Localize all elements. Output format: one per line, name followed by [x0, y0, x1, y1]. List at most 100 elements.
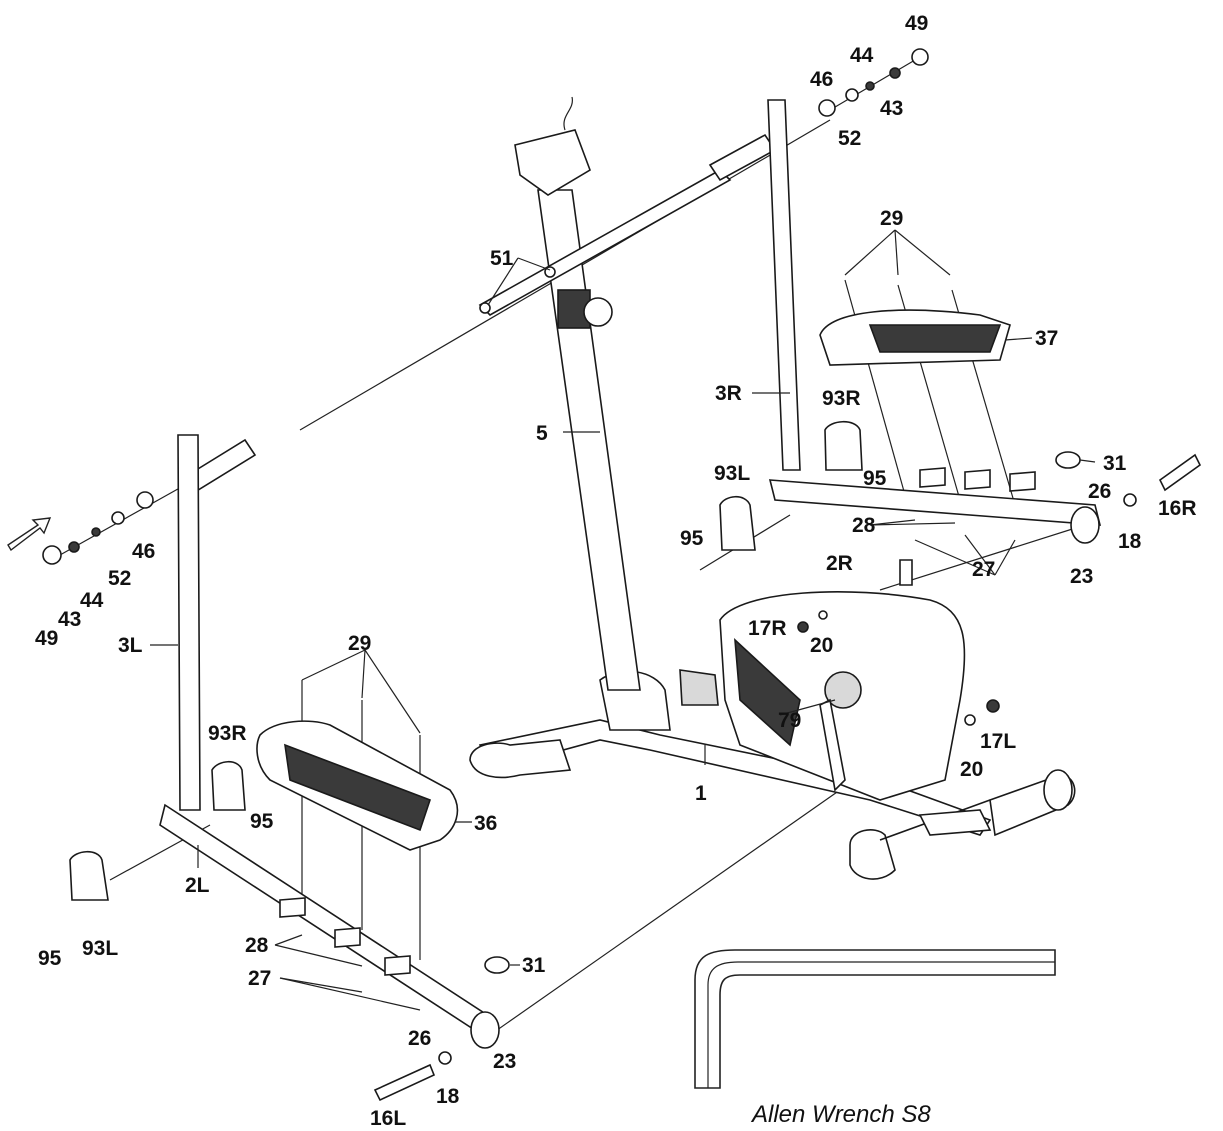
label-95-right-lower: 95	[680, 527, 704, 550]
right-arm-assembly	[719, 99, 1202, 551]
label-51: 51	[490, 247, 514, 270]
label-49-right: 49	[905, 12, 928, 35]
left-pedal-mount-2	[334, 927, 361, 948]
label-3R: 3R	[715, 382, 742, 405]
left-pedal-mount-3	[384, 955, 411, 976]
label-28-right: 28	[852, 514, 876, 537]
rear-end-cap-right	[1043, 769, 1073, 811]
front-stabilizer-cap	[469, 739, 572, 779]
label-3L: 3L	[118, 634, 143, 657]
console-bracket	[514, 129, 591, 196]
label-17R: 17R	[748, 617, 787, 640]
label-28-left: 28	[245, 934, 269, 957]
allen-wrench	[694, 949, 1056, 1089]
console-mast	[514, 96, 641, 691]
label-52-right: 52	[838, 127, 861, 150]
direction-arrow-icon	[7, 517, 52, 552]
leader-lines	[150, 229, 1096, 1011]
main-frame	[469, 559, 1076, 880]
cap-49-left	[42, 545, 62, 565]
left-pedal-tread	[284, 743, 432, 832]
washer-46-right	[818, 99, 836, 117]
right-pedal-mount-2	[964, 469, 991, 490]
right-washer-18	[1123, 493, 1137, 507]
left-cap-31	[484, 956, 510, 974]
front-roller	[679, 669, 719, 706]
label-2L: 2L	[185, 874, 210, 897]
right-axle-bolt-16R	[1158, 453, 1202, 492]
right-bracket-93R	[824, 420, 863, 471]
right-cap-31	[1055, 451, 1081, 469]
left-pedal-wheel	[470, 1011, 500, 1049]
label-17L: 17L	[980, 730, 1016, 753]
nut-17R	[797, 621, 809, 633]
label-93L-left: 93L	[82, 937, 118, 960]
label-93R-left: 93R	[208, 722, 247, 745]
washer-46-left	[136, 491, 154, 509]
left-handle-arm	[177, 434, 201, 811]
label-95-right-upper: 95	[863, 467, 887, 490]
right-pedal-tread	[868, 324, 1002, 353]
label-18-right: 18	[1118, 530, 1142, 553]
tension-knob-icon	[583, 297, 613, 327]
left-bracket-93L	[69, 850, 109, 901]
left-bracket-93R	[211, 760, 246, 811]
label-16R: 16R	[1158, 497, 1197, 520]
label-95-left-lower: 95	[38, 947, 62, 970]
label-5: 5	[536, 422, 548, 445]
rear-end-cap-left	[849, 829, 896, 880]
label-46-right: 46	[810, 68, 833, 91]
allen-wrench-icon	[694, 949, 1056, 1089]
right-bracket-93L	[719, 495, 756, 551]
part-labels: 49 44 46 43 52 51 29 37 3R 93R 5 93L 95 …	[35, 12, 1197, 1130]
left-arm-assembly	[69, 434, 510, 1102]
label-31-right: 31	[1103, 452, 1127, 475]
bushing-51-left	[479, 302, 491, 314]
label-20-lower: 20	[960, 758, 983, 781]
rear-foot-plate	[918, 809, 992, 836]
cap-49-right	[911, 48, 929, 66]
label-26-left: 26	[408, 1027, 431, 1050]
label-18-left: 18	[436, 1085, 460, 1108]
label-43-right: 43	[880, 97, 903, 120]
label-26-right: 26	[1088, 480, 1111, 503]
label-46-left: 46	[132, 540, 155, 563]
right-pedal-arm	[768, 479, 1102, 526]
right-pedal-wheel	[1070, 506, 1100, 544]
left-washer-18	[438, 1051, 452, 1065]
left-pedal-arm	[159, 803, 496, 1042]
label-44-left: 44	[80, 589, 104, 612]
label-23-right: 23	[1070, 565, 1093, 588]
label-1: 1	[695, 782, 707, 805]
label-95-left-upper: 95	[250, 810, 274, 833]
washer-20-left	[964, 714, 976, 726]
nut-17L	[986, 699, 1000, 713]
hardware	[42, 48, 1000, 726]
nut-44-right	[865, 81, 875, 91]
label-29-left: 29	[348, 632, 371, 655]
label-27-right: 27	[972, 558, 995, 581]
label-16L: 16L	[370, 1107, 406, 1130]
label-23-left: 23	[493, 1050, 516, 1073]
label-31-left: 31	[522, 954, 546, 977]
label-93L-right: 93L	[714, 462, 750, 485]
right-pedal-mount-3	[1009, 471, 1036, 492]
right-handle-arm	[767, 99, 801, 471]
right-pedal-mount-1	[919, 467, 946, 488]
allen-wrench-caption: Allen Wrench S8	[750, 1101, 931, 1128]
left-pedal-mount-1	[279, 897, 306, 918]
washer-52-left	[111, 511, 125, 525]
label-29-right: 29	[880, 207, 903, 230]
label-20-upper: 20	[810, 634, 833, 657]
label-49-left: 49	[35, 627, 58, 650]
washer-20-right	[818, 610, 828, 620]
seat-post-stub	[899, 559, 913, 586]
bolt-43-right	[889, 67, 901, 79]
label-37: 37	[1035, 327, 1058, 350]
label-52-left: 52	[108, 567, 131, 590]
handlebar-crossbar	[178, 133, 777, 497]
housing-stripe	[734, 638, 801, 747]
label-36: 36	[474, 812, 497, 835]
nut-44-left	[91, 527, 101, 537]
